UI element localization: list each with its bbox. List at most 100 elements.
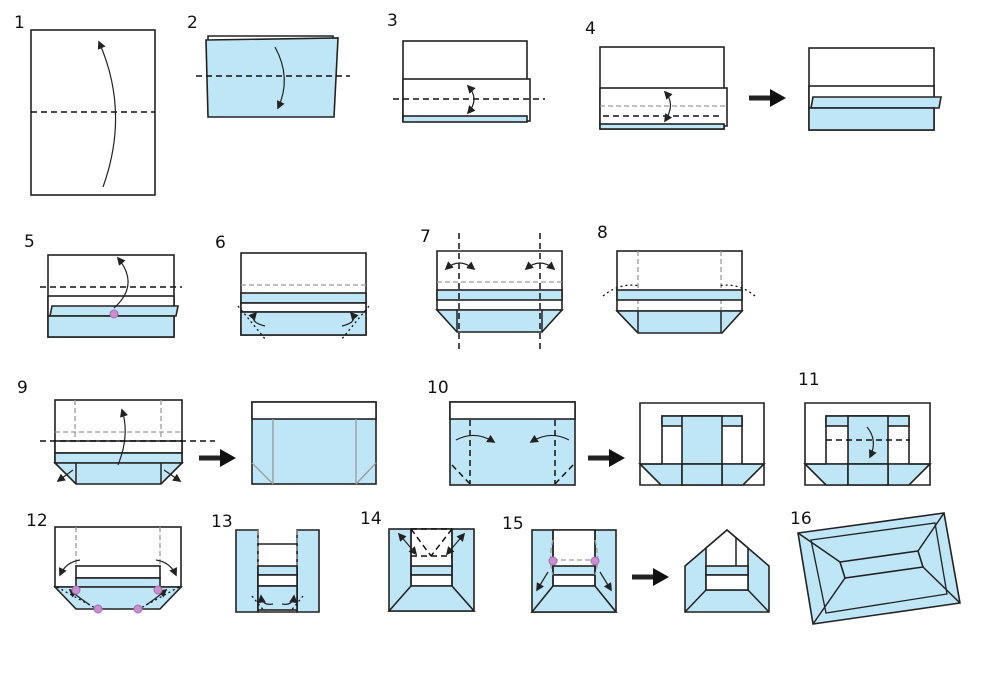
step-11: 11 bbox=[798, 370, 932, 486]
fold-line-right bbox=[289, 595, 304, 613]
step-6: 6 bbox=[215, 233, 370, 341]
white-strip bbox=[54, 440, 183, 454]
result-inner-strip bbox=[705, 574, 749, 591]
step-14: 14 bbox=[360, 509, 476, 612]
step-number: 5 bbox=[24, 232, 35, 252]
diag-top-right bbox=[917, 512, 945, 552]
blue-edge bbox=[599, 123, 725, 130]
inner-white bbox=[552, 529, 596, 571]
next-arrow-icon bbox=[770, 89, 786, 107]
arrow-right bbox=[163, 469, 182, 482]
inner-blue bbox=[552, 565, 596, 576]
fold-arrow-left bbox=[248, 311, 266, 327]
step-12: 12 bbox=[26, 511, 183, 614]
fold-arrow bbox=[274, 46, 285, 110]
next-arrow-icon bbox=[220, 449, 236, 467]
step-number: 16 bbox=[790, 509, 812, 529]
step-4: 4 bbox=[585, 19, 942, 131]
fold-arrow-right bbox=[281, 594, 298, 605]
arrow-right bbox=[155, 559, 177, 577]
fold-arrow bbox=[113, 256, 129, 309]
blue-band bbox=[47, 315, 175, 338]
step-number: 11 bbox=[798, 370, 820, 390]
arrow-right bbox=[599, 571, 612, 592]
fold-line-right bbox=[717, 284, 756, 297]
blue-strip bbox=[616, 289, 743, 301]
result-diag-left bbox=[684, 589, 707, 613]
reference-point bbox=[133, 604, 143, 614]
step-number: 3 bbox=[387, 11, 398, 31]
step-number: 15 bbox=[502, 514, 524, 534]
next-arrow-icon bbox=[653, 568, 669, 586]
fold-arrow-right bbox=[341, 311, 359, 327]
fold-line-diag-right bbox=[554, 464, 574, 485]
step-number: 8 bbox=[597, 223, 608, 243]
reference-point bbox=[93, 604, 103, 614]
step-2: 2 bbox=[187, 13, 350, 118]
fold-arrow bbox=[97, 40, 117, 188]
white-strip bbox=[240, 302, 367, 313]
step-13: 13 bbox=[211, 512, 320, 613]
step-number: 1 bbox=[14, 13, 25, 33]
step-9: 9 bbox=[17, 378, 377, 485]
step-number: 2 bbox=[187, 13, 198, 33]
reference-point bbox=[109, 309, 119, 319]
step-number: 10 bbox=[427, 378, 449, 398]
left-panel bbox=[235, 529, 259, 613]
reference-point bbox=[548, 556, 558, 566]
fold-arrow-left bbox=[455, 434, 496, 443]
folded-flap bbox=[599, 87, 728, 127]
top-strip bbox=[449, 401, 576, 420]
reference-point bbox=[153, 585, 163, 595]
step-16: 16 bbox=[790, 509, 961, 625]
step-number: 12 bbox=[26, 511, 48, 531]
fold-unfold-arrow-right bbox=[524, 261, 556, 271]
inner-blue bbox=[75, 577, 161, 588]
inner-strip bbox=[75, 565, 161, 579]
diag-top-left bbox=[797, 532, 841, 563]
fold-arrow-right bbox=[529, 434, 570, 443]
step-5: 5 bbox=[24, 232, 182, 338]
arrow-left bbox=[59, 559, 81, 577]
blue-strip bbox=[240, 292, 367, 304]
blue-band bbox=[240, 311, 367, 336]
inner-strip bbox=[552, 574, 596, 587]
inner-blue bbox=[410, 565, 453, 576]
step-number: 13 bbox=[211, 512, 233, 532]
inner-border bbox=[810, 522, 948, 614]
step-number: 14 bbox=[360, 509, 382, 529]
next-arrow-icon bbox=[609, 449, 625, 467]
paper bbox=[436, 250, 563, 311]
result-diag-right bbox=[355, 462, 377, 485]
arrow-left bbox=[536, 571, 549, 592]
right-panel bbox=[296, 529, 320, 613]
bottom-center bbox=[847, 463, 889, 486]
fold-arrow-right bbox=[145, 588, 168, 606]
fold-unfold-arrow bbox=[466, 84, 476, 115]
result-bottom-center bbox=[681, 463, 723, 486]
fold-line-right bbox=[340, 305, 370, 341]
step-number: 9 bbox=[17, 378, 28, 398]
reference-point bbox=[71, 585, 81, 595]
step-15: 15 bbox=[502, 514, 770, 613]
result-center-blue bbox=[681, 415, 723, 465]
result-blue-strip bbox=[810, 96, 942, 109]
fold-unfold-arrow-left bbox=[444, 261, 476, 271]
result-top-strip bbox=[251, 401, 377, 420]
result-blue-band bbox=[808, 107, 935, 131]
step-number: 6 bbox=[215, 233, 226, 253]
fold-line-left bbox=[251, 595, 266, 613]
fold-arrow-left bbox=[397, 532, 418, 556]
inner-white bbox=[410, 528, 453, 571]
result-inner-blue bbox=[705, 565, 749, 576]
paper bbox=[616, 250, 743, 312]
fold-line-diag-left bbox=[451, 464, 471, 485]
step-number: 4 bbox=[585, 19, 596, 39]
fold-unfold-arrow bbox=[663, 90, 673, 123]
blue-strip bbox=[54, 452, 183, 464]
arrow-left bbox=[56, 469, 74, 482]
blue-trapezoid bbox=[53, 586, 183, 610]
fold-line-left bbox=[602, 284, 641, 297]
fold-arrow bbox=[117, 408, 129, 466]
fold-arrow bbox=[866, 426, 877, 459]
